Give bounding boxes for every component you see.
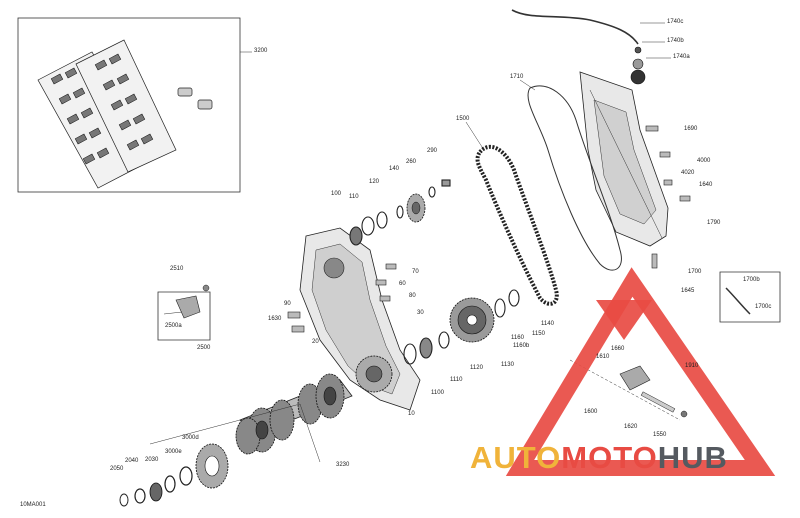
callout-80: 80 bbox=[409, 293, 416, 299]
callout-1160: 1160 bbox=[511, 335, 525, 341]
inset-chain-detail bbox=[17, 17, 252, 193]
callout-1660: 1660 bbox=[611, 346, 625, 352]
callout-260: 260 bbox=[406, 159, 417, 165]
callout-1630: 1630 bbox=[268, 316, 282, 322]
callout-2510: 2510 bbox=[170, 266, 184, 272]
callout-1550: 1550 bbox=[653, 432, 667, 438]
callout-2030: 2030 bbox=[145, 457, 159, 463]
callout-110: 110 bbox=[349, 194, 359, 200]
callout-1645: 1645 bbox=[681, 288, 695, 294]
callout-1710: 1710 bbox=[510, 74, 524, 80]
callout-2500a: 2500a bbox=[165, 323, 182, 329]
bearings-upper bbox=[349, 179, 451, 246]
callout-1740a: 1740a bbox=[673, 54, 690, 60]
callout-1690: 1690 bbox=[684, 126, 698, 132]
svg-text:AUTOMOTOHUB: AUTOMOTOHUB bbox=[470, 440, 728, 475]
diagram-code: 10MA001 bbox=[20, 502, 46, 508]
callout-1140: 1140 bbox=[541, 321, 555, 327]
watermark-auto: AUTO bbox=[470, 440, 561, 475]
callout-labels: 3200 1740c 1740b 1740a 1710 1500 1690 290 4000 14… bbox=[110, 19, 771, 472]
callout-120: 120 bbox=[369, 179, 380, 185]
callout-3000d: 3000d bbox=[182, 435, 199, 441]
callout-60: 60 bbox=[399, 281, 406, 287]
callout-2040: 2040 bbox=[125, 458, 139, 464]
gear-140 bbox=[406, 193, 426, 223]
callout-1610: 1610 bbox=[596, 354, 610, 360]
watermark-triangle-icon bbox=[505, 267, 776, 476]
callout-1910: 1910 bbox=[685, 363, 699, 369]
callout-1740c: 1740c bbox=[667, 19, 683, 25]
callout-3200: 3200 bbox=[254, 48, 268, 54]
callout-10: 10 bbox=[408, 411, 415, 417]
callout-290: 290 bbox=[427, 148, 438, 154]
callout-100: 100 bbox=[331, 191, 342, 197]
callout-1620: 1620 bbox=[624, 424, 638, 430]
gasket-1710 bbox=[527, 85, 622, 271]
callout-90: 90 bbox=[284, 301, 291, 307]
callout-1600: 1600 bbox=[584, 409, 598, 415]
watermark-logo: AUTOMOTOHUB bbox=[470, 267, 776, 476]
callout-3000e: 3000e bbox=[165, 449, 182, 455]
callout-1700b: 1700b bbox=[743, 277, 760, 283]
callout-1110: 1110 bbox=[450, 377, 463, 383]
callout-1740b: 1740b bbox=[667, 38, 684, 44]
callout-20: 20 bbox=[312, 339, 319, 345]
callout-1130: 1130 bbox=[501, 362, 515, 368]
callout-1500: 1500 bbox=[456, 116, 470, 122]
watermark-hub: HUB bbox=[658, 440, 728, 475]
callout-1160b: 1160b bbox=[513, 343, 530, 349]
callout-140: 140 bbox=[389, 166, 400, 172]
outer-cover bbox=[579, 71, 669, 247]
callout-3230: 3230 bbox=[336, 462, 350, 468]
callout-2050: 2050 bbox=[110, 466, 124, 472]
callout-4020: 4020 bbox=[681, 170, 695, 176]
chain-1500 bbox=[475, 144, 559, 306]
shaft-assembly bbox=[119, 373, 353, 507]
callout-2500: 2500 bbox=[197, 345, 211, 351]
callout-1120: 1120 bbox=[470, 365, 484, 371]
bolts-cover bbox=[645, 125, 691, 269]
bolts-60-70-80 bbox=[287, 263, 397, 333]
sprocket-20 bbox=[355, 355, 393, 393]
bracket-1700 bbox=[719, 271, 781, 323]
callout-1100: 1100 bbox=[431, 390, 445, 396]
rings-lower bbox=[403, 289, 520, 365]
callout-70: 70 bbox=[412, 269, 419, 275]
cable-1740 bbox=[511, 9, 671, 85]
sprocket-1120 bbox=[449, 297, 495, 343]
callout-1700: 1700 bbox=[688, 269, 702, 275]
callout-1790: 1790 bbox=[707, 220, 721, 226]
callout-1150: 1150 bbox=[532, 331, 546, 337]
watermark-moto: MOTO bbox=[561, 440, 657, 475]
callout-4000: 4000 bbox=[697, 158, 711, 164]
callout-30: 30 bbox=[417, 310, 424, 316]
callout-1640: 1640 bbox=[699, 182, 713, 188]
bracket-2500 bbox=[157, 284, 211, 341]
callout-1700c: 1700c bbox=[755, 304, 771, 310]
